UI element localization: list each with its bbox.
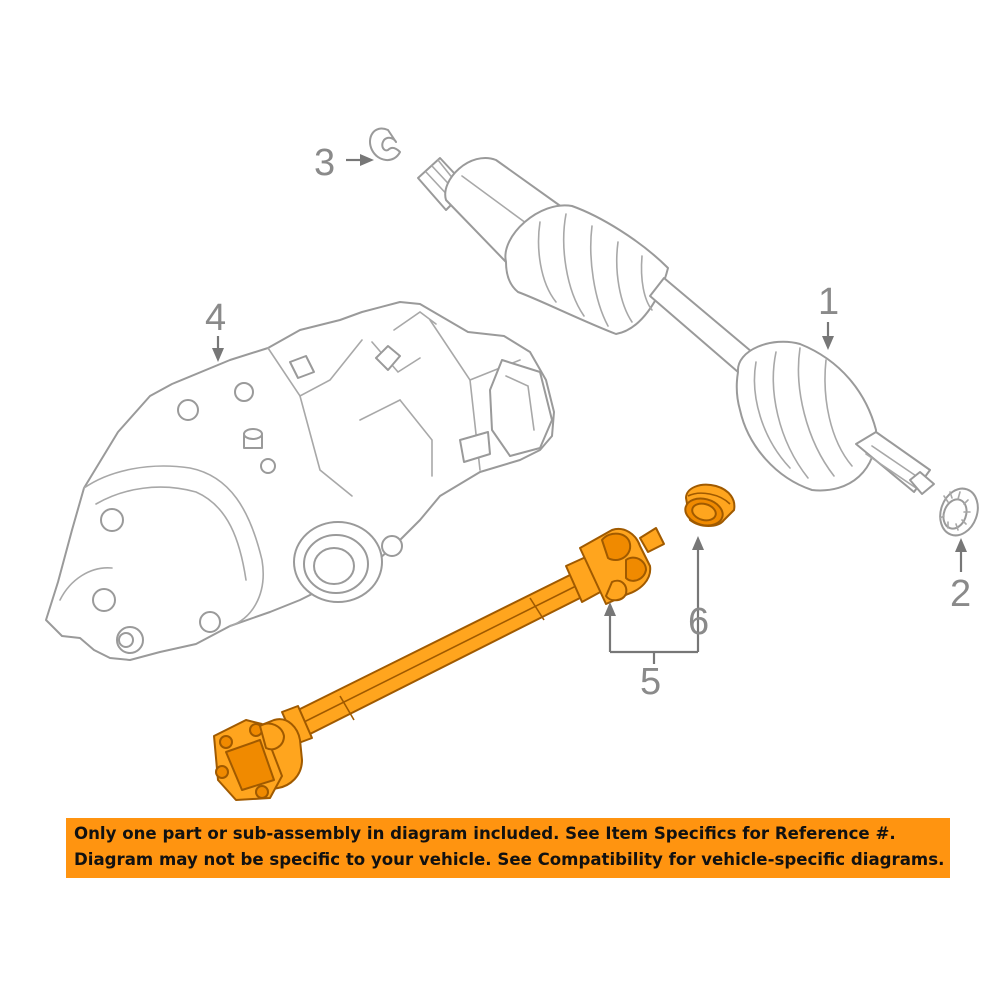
disclaimer-line-2: Diagram may not be specific to your vehi… [74,850,945,869]
callout-6: 6 [688,601,709,643]
axle-nut [939,487,979,537]
bushing [684,483,736,527]
disclaimer-line-1: Only one part or sub-assembly in diagram… [74,824,896,843]
differential-assembly [45,301,555,661]
callout-2: 2 [950,573,971,615]
drive-shaft [213,527,665,801]
callout-5: 5 [640,661,661,703]
callout-4: 4 [205,297,226,339]
callout-1: 1 [818,281,839,323]
callout-3: 3 [314,142,335,184]
retaining-clip [369,127,401,161]
cv-axle-shaft [417,157,935,495]
callout-leaders [212,154,967,664]
disclaimer-banner: Only one part or sub-assembly in diagram… [66,818,950,878]
